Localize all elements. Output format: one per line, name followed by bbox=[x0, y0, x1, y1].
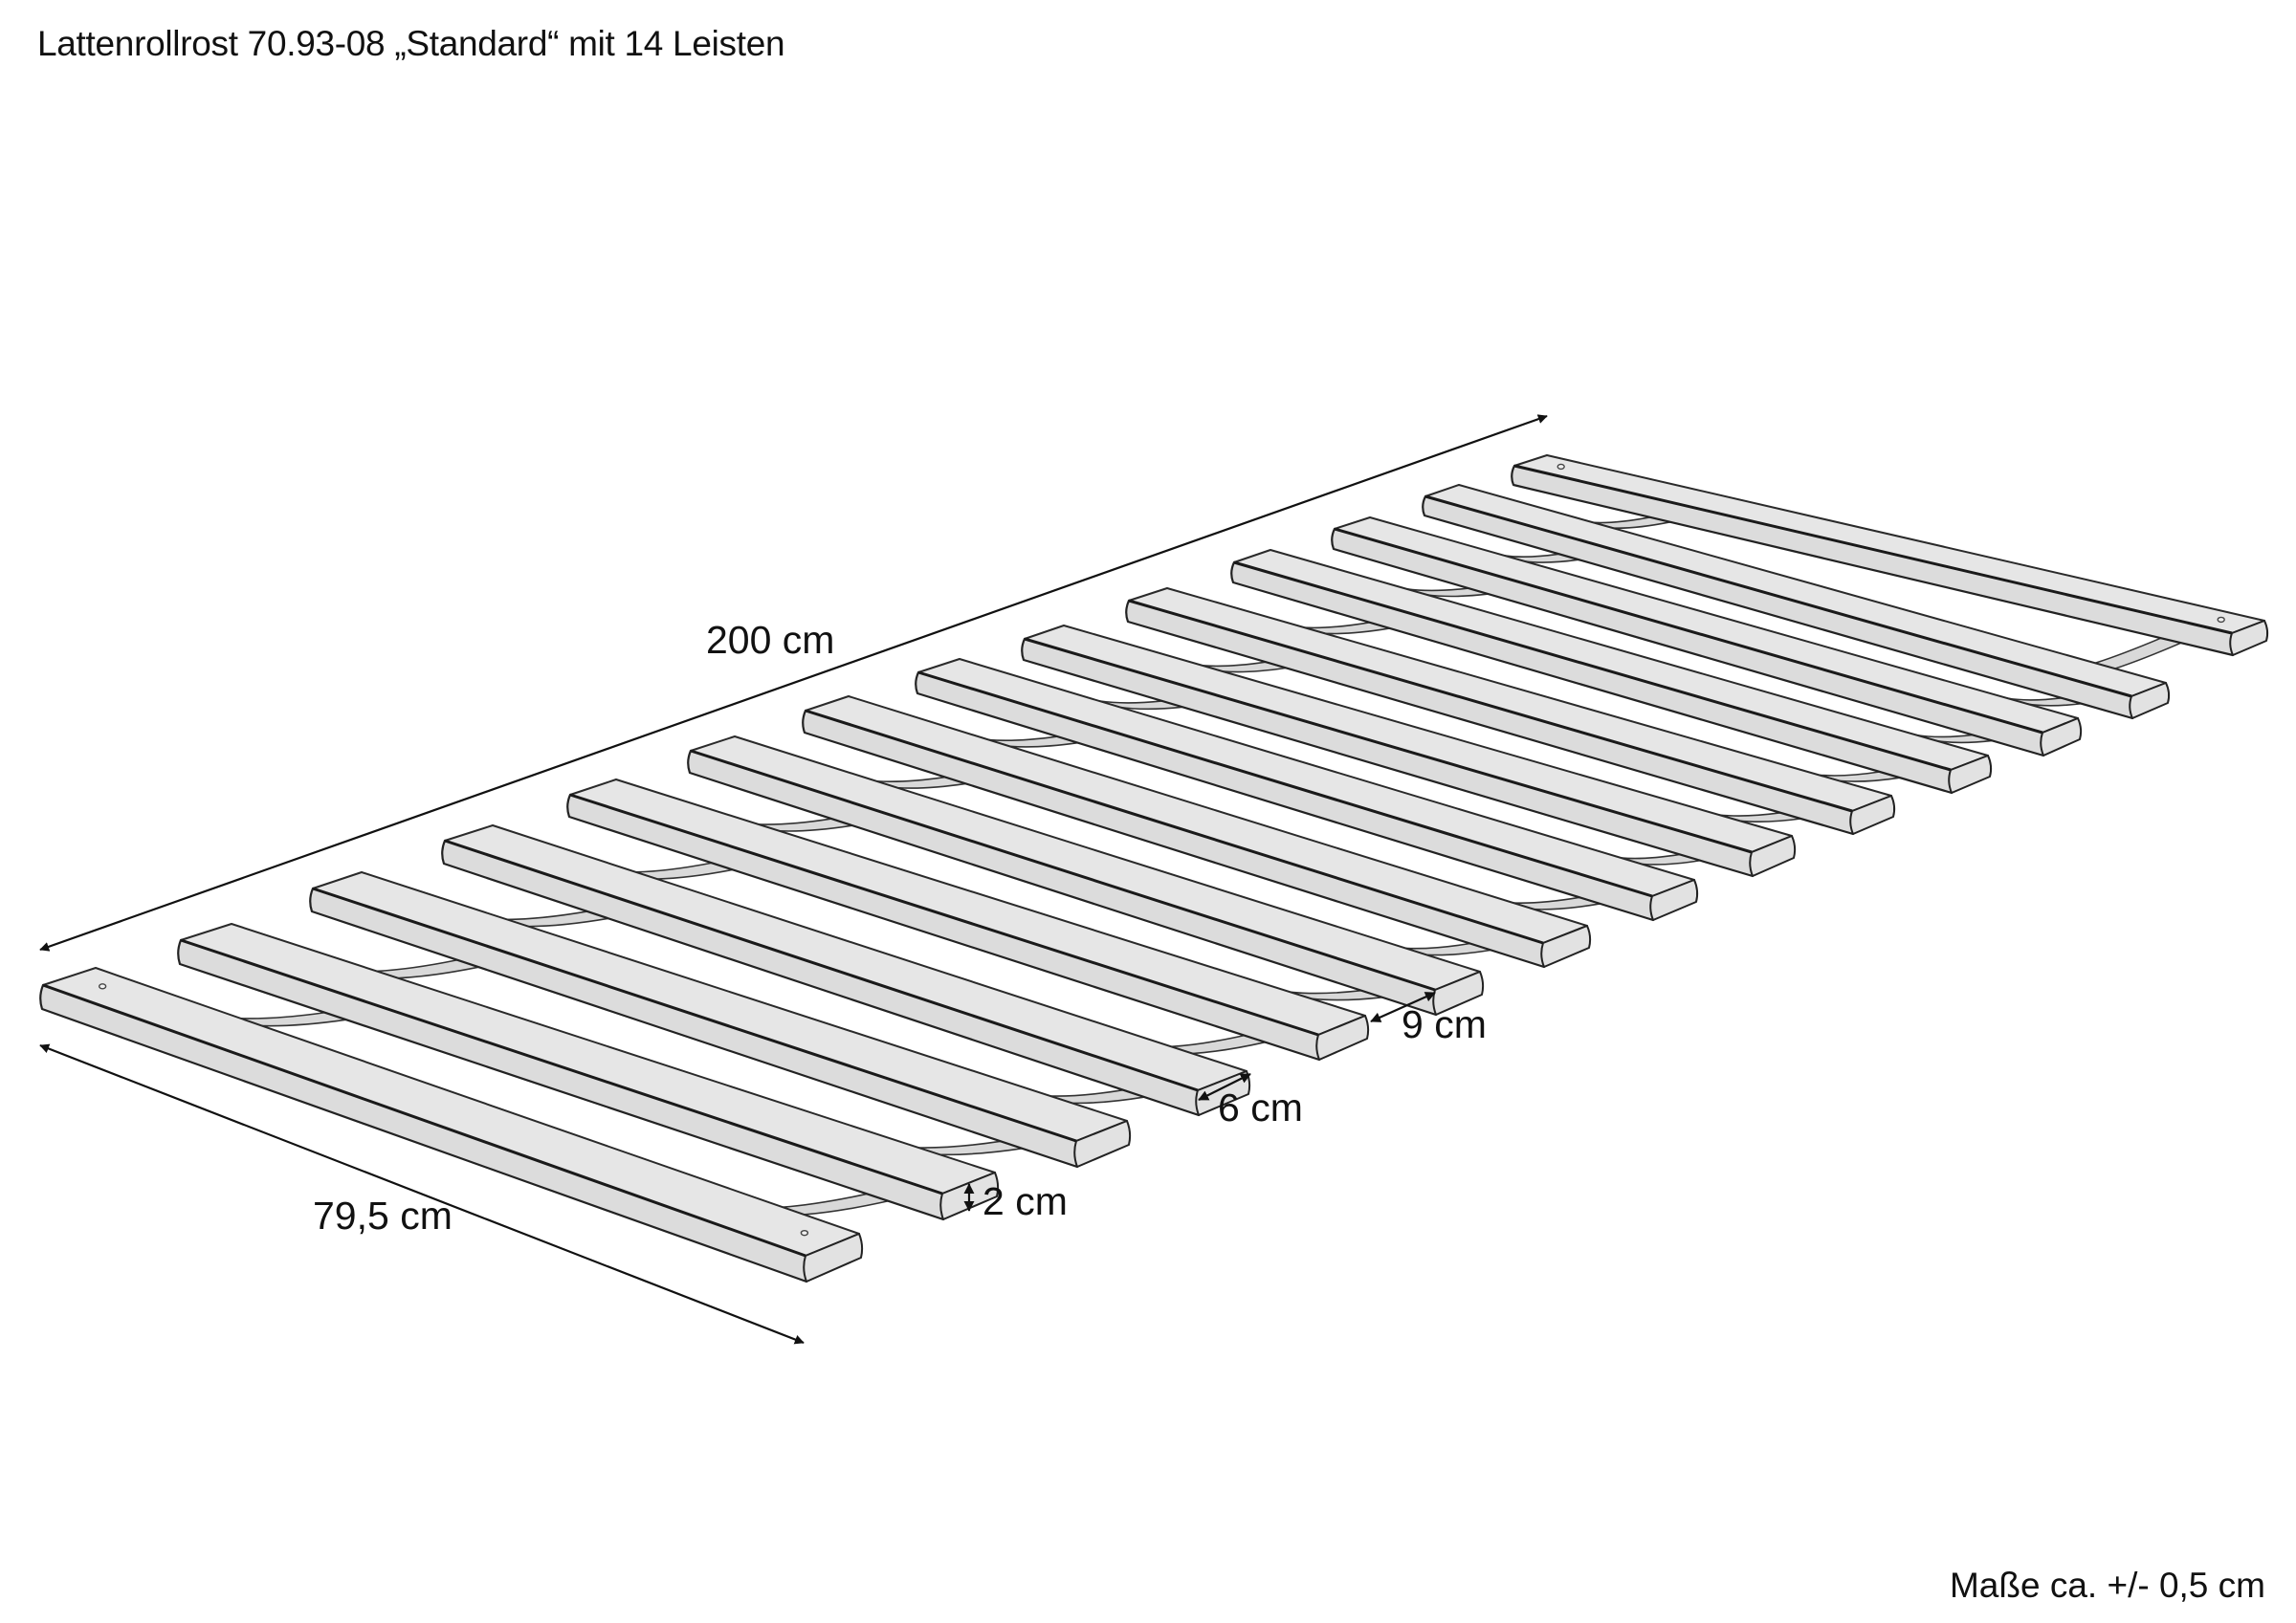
slats-layer bbox=[39, 454, 2269, 1283]
strap bbox=[2092, 637, 2184, 669]
screw-hole-icon bbox=[98, 983, 107, 990]
screw-hole-icon bbox=[2217, 616, 2225, 624]
slat-height-label: 2 cm bbox=[982, 1179, 1068, 1223]
dimension-lines bbox=[39, 414, 1548, 1345]
length-dimension-arrow bbox=[39, 414, 1548, 952]
strap bbox=[782, 1193, 892, 1216]
slat bbox=[1422, 484, 2171, 720]
spacing-dimension-arrow bbox=[1370, 991, 1436, 1023]
tolerance-note: Maße ca. +/- 0,5 cm bbox=[1949, 1566, 2265, 1605]
slat-width-label: 6 cm bbox=[1218, 1086, 1303, 1130]
slat-spacing-label: 9 cm bbox=[1402, 1002, 1487, 1046]
length-label: 200 cm bbox=[706, 618, 835, 662]
slat-width-dimension-arrow bbox=[1198, 1073, 1251, 1101]
product-title: Lattenrollrost 70.93-08 „Standard“ mit 1… bbox=[37, 24, 785, 63]
screw-hole-icon bbox=[800, 1229, 809, 1237]
screw-hole-icon bbox=[1556, 463, 1565, 471]
width-dimension-arrow bbox=[39, 1043, 805, 1345]
width-label: 79,5 cm bbox=[313, 1194, 453, 1238]
